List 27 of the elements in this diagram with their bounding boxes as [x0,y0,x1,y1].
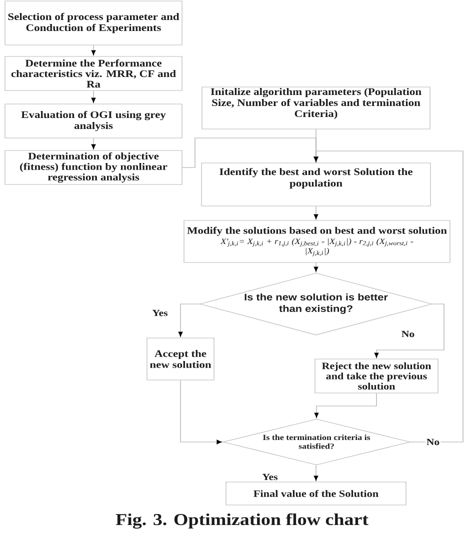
process-box: Evaluation of OGI using grey analysis [4,104,182,138]
arrow [314,206,318,220]
edge-label: Yes [151,308,169,318]
process-box: Final value of the Solution [226,482,406,506]
arrow [314,150,464,442]
figure-caption: Fig. 3. Optimization flow chart [116,513,368,529]
edge-label: No [425,438,441,446]
process-box: Modify the solutions based on best and worst solution X'$_{j,k,i}$= X$_{j,k,i}$ + r$_{1,j,i}$ (X$_{j,best,i}$ - |X$_{j,k,i}$|) - r$_{2,j,i}$ (X$_{j,worst,i}$ - |X$_{j,k,i}$|) [184,220,450,263]
process-box: Selection of process parameter and Conduction of Experiments [4,0,182,46]
edge-label: No [400,330,416,338]
arrow [182,138,318,168]
edge-label: Yes [261,472,279,482]
arrow [91,138,96,150]
process-box: Identify the best and worst Solution the population [201,162,431,206]
arrow [178,304,200,337]
process-box: Determination of objective (fitness) function by nonlinear regression analysis [4,150,182,185]
arrow [314,393,377,418]
arrow [314,465,318,481]
arrow [180,380,222,444]
arrow [314,262,318,272]
process-box: Reject the new solution and take the previous solution [314,358,438,394]
arrow [91,45,96,56]
process-box: Determine the Performance characteristics viz. MRR, CF and Ra [4,56,182,91]
process-box: Accept the new solution [146,338,214,380]
arrow [374,304,444,358]
process-box: Initalize algorithm parameters (Population Size, Number of variables and termination Criteria) [202,86,430,130]
arrow [91,90,96,103]
